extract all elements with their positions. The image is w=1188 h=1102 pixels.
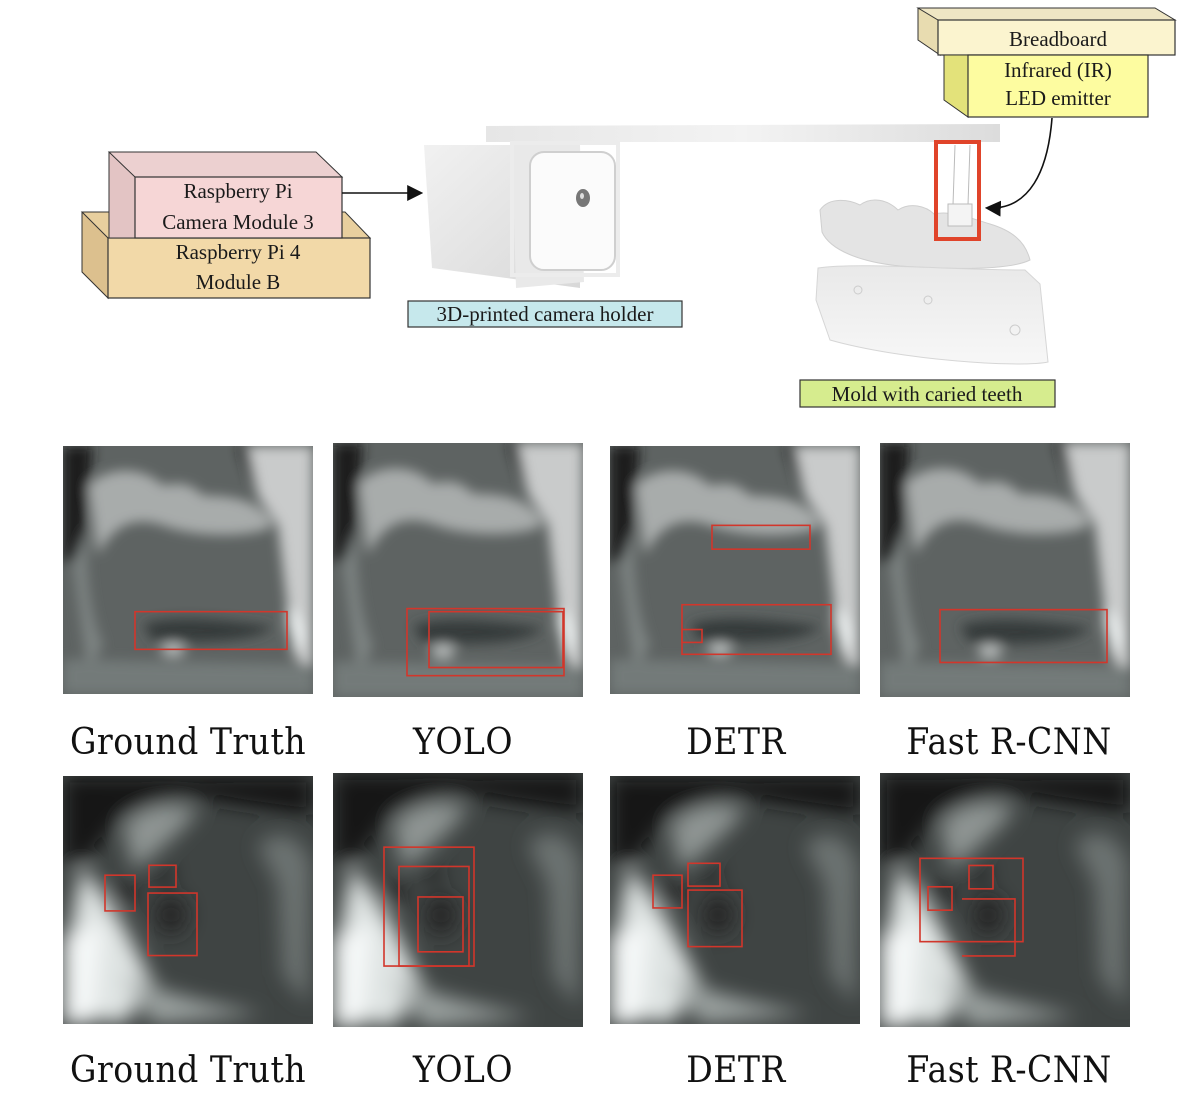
- breadboard-label: Breadboard: [1009, 27, 1107, 51]
- detection-box: [406, 607, 565, 677]
- detection-box: [687, 889, 743, 948]
- detection-panel-row2-detr: [610, 776, 860, 1024]
- detection-box: [428, 610, 564, 669]
- camera-module-block: Raspberry Pi Camera Module 3: [107, 151, 344, 239]
- detection-box: [927, 885, 953, 911]
- detection-box: [417, 896, 464, 953]
- detection-box: [652, 874, 683, 909]
- caption-row1-fast-rcnn: Fast R-CNN: [906, 722, 1112, 763]
- detection-panel-row1-yolo: [333, 443, 583, 697]
- caption-row2-yolo: YOLO: [412, 1050, 513, 1091]
- detection-box: [147, 892, 198, 957]
- detection-box: [919, 857, 1024, 943]
- detection-box: [134, 610, 288, 651]
- caption-row2-fast-rcnn: Fast R-CNN: [906, 1050, 1112, 1091]
- pi4-label-line1: Raspberry Pi 4: [176, 240, 301, 264]
- detection-box: [687, 862, 721, 887]
- detection-box: [968, 864, 994, 890]
- dental-mold-model: [815, 140, 1049, 365]
- detection-panel-row1-fast-rcnn: [880, 443, 1130, 697]
- mold-label: Mold with caried teeth: [799, 379, 1056, 408]
- caption-row1-yolo: YOLO: [412, 722, 513, 763]
- overhead-mount-bar: [486, 124, 1000, 142]
- detection-panel-row1-ground-truth: [63, 446, 313, 694]
- caption-row1-detr: DETR: [686, 722, 786, 763]
- detection-box: [398, 865, 470, 967]
- camera-module-label-line1: Raspberry Pi: [183, 179, 292, 203]
- caption-row2-ground-truth: Ground Truth: [69, 1050, 307, 1091]
- detection-box: [939, 608, 1108, 664]
- detection-panel-row1-detr: [610, 446, 860, 694]
- svg-text:3D-printed camera holder: 3D-printed camera holder: [437, 302, 654, 326]
- detection-panel-row2-fast-rcnn: [880, 773, 1130, 1027]
- breadboard-block: Breadboard: [916, 7, 1177, 56]
- detection-box: [962, 898, 1016, 957]
- ir-emitter-block: Infrared (IR) LED emitter: [943, 54, 1149, 118]
- detection-box: [148, 864, 177, 888]
- ir-emitter-label-line2: LED emitter: [1005, 86, 1111, 110]
- hardware-setup-diagram: Breadboard Infrared (IR) LED emitter Ras…: [80, 7, 1177, 408]
- caption-row2-detr: DETR: [686, 1050, 786, 1091]
- camera-holder-model: [424, 141, 620, 288]
- detection-box: [711, 524, 811, 550]
- detection-panel-row2-ground-truth: [63, 776, 313, 1024]
- camera-module-label-line2: Camera Module 3: [162, 210, 314, 234]
- camera-holder-label: 3D-printed camera holder: [407, 300, 683, 328]
- pi4-label-line2: Module B: [196, 270, 281, 294]
- detection-box: [104, 874, 136, 912]
- caption-row1-ground-truth: Ground Truth: [69, 722, 307, 763]
- ir-emitter-label-line1: Infrared (IR): [1004, 58, 1112, 82]
- detection-panel-row2-yolo: [333, 773, 583, 1027]
- detection-box: [681, 628, 703, 644]
- ir-emitter-arrow: [984, 117, 1053, 217]
- svg-text:Mold with caried teeth: Mold with caried teeth: [832, 382, 1023, 406]
- ir-emitter-highlight-box: [934, 140, 981, 241]
